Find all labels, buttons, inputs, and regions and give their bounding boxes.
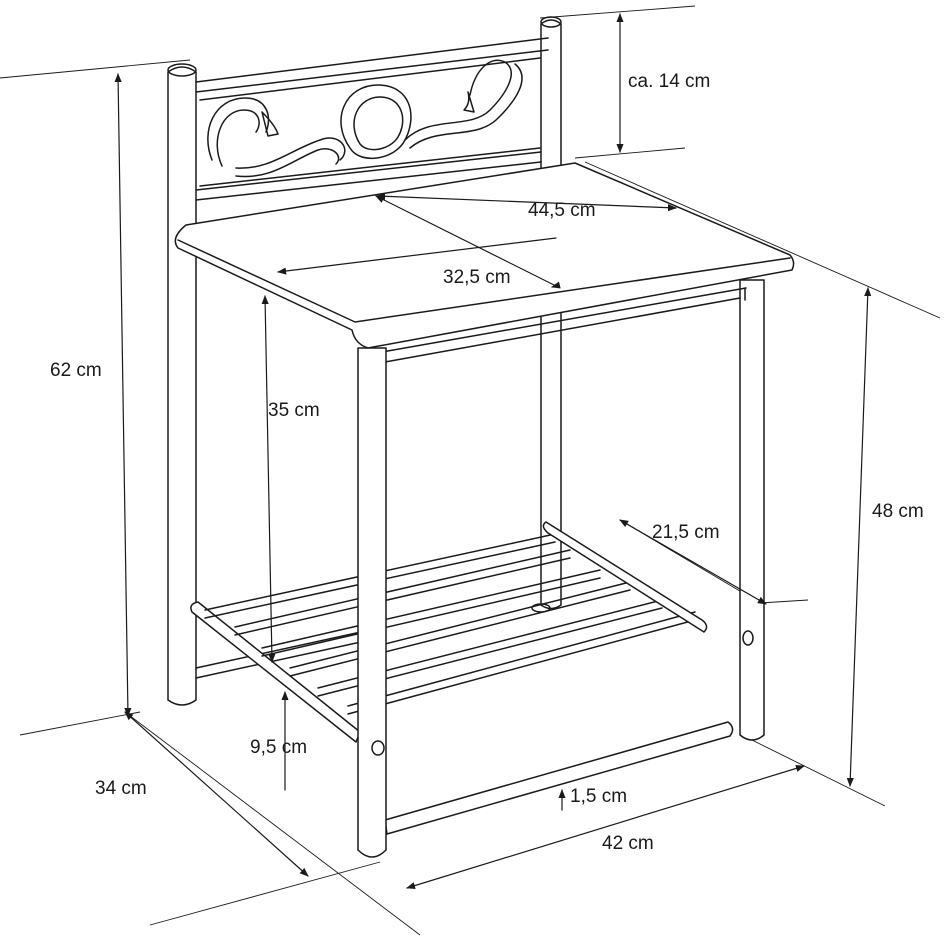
label-front-height: 48 cm: [872, 501, 924, 522]
headboard: [195, 37, 549, 201]
dimension-arrows: [114, 13, 872, 890]
label-headboard-height: ca. 14 cm: [628, 71, 710, 92]
label-side-depth: 34 cm: [95, 778, 147, 799]
shelf: [190, 521, 708, 743]
label-top-width: 32,5 cm: [443, 267, 511, 288]
back-floor-rail: [195, 629, 371, 679]
label-under-top-height: 35 cm: [268, 400, 320, 421]
label-top-depth: 44,5 cm: [528, 200, 596, 221]
front-right-leg: [739, 279, 765, 741]
label-shelf-height: 9,5 cm: [250, 737, 307, 758]
apron: [381, 287, 747, 363]
front-left-leg: [357, 347, 387, 858]
label-bar-thickness: 1,5 cm: [570, 786, 627, 807]
label-shelf-depth: 21,5 cm: [652, 522, 720, 543]
table-top: [174, 162, 795, 349]
front-floor-rail: [384, 721, 734, 835]
label-total-height: 62 cm: [50, 360, 102, 381]
label-front-width: 42 cm: [602, 833, 654, 854]
